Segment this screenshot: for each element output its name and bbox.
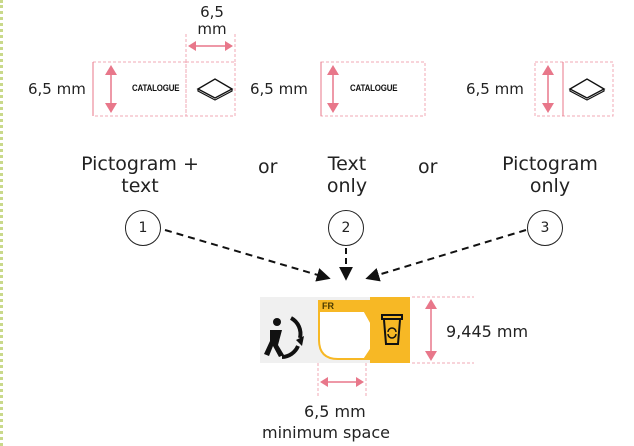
option3-guide-box xyxy=(534,61,614,117)
option2-height-arrow xyxy=(327,65,339,113)
option1-width-marker xyxy=(185,34,236,62)
option2-label: Text only xyxy=(326,153,368,197)
option3-label: Pictogram only xyxy=(502,153,598,197)
space-caption-label: minimum space xyxy=(262,423,390,442)
dashed-arrow-icon-1 xyxy=(164,229,331,282)
space-value-label: 6,5 mm xyxy=(304,402,366,421)
triman-height-marker xyxy=(412,296,474,364)
triman-logo xyxy=(260,297,410,363)
option1-height-label: 6,5 mm xyxy=(28,80,86,98)
or-label-1: or xyxy=(258,156,278,178)
or-label-2: or xyxy=(418,156,438,178)
option1-label: Pictogram + text xyxy=(81,153,199,197)
option3-height-label: 6,5 mm xyxy=(466,80,524,98)
option1-catalogue-text: CATALOGUE xyxy=(132,83,180,93)
option2-guide-box xyxy=(320,61,426,117)
option1-height-arrow xyxy=(105,65,117,113)
option2-height-label: 6,5 mm xyxy=(250,80,308,98)
option3-envelope-icon xyxy=(568,78,606,101)
dashed-arrow-icon-3 xyxy=(365,229,527,282)
option3-height-arrow xyxy=(542,65,554,113)
option2-number-badge: 2 xyxy=(328,210,364,246)
triman-height-label: 9,445 mm xyxy=(446,322,529,341)
space-width-marker xyxy=(317,363,367,398)
option1-number-badge: 1 xyxy=(125,210,161,246)
triman-icon xyxy=(264,316,304,359)
option1-guide-box xyxy=(92,61,236,117)
left-dotted-border xyxy=(0,0,7,446)
option1-width-label: 6,5 mm xyxy=(197,3,227,38)
option3-number-badge: 3 xyxy=(527,210,563,246)
fr-badge: FR xyxy=(322,301,334,311)
option1-envelope-icon xyxy=(196,78,234,101)
option2-catalogue-text: CATALOGUE xyxy=(350,83,398,93)
trash-bin-icon xyxy=(381,314,403,345)
